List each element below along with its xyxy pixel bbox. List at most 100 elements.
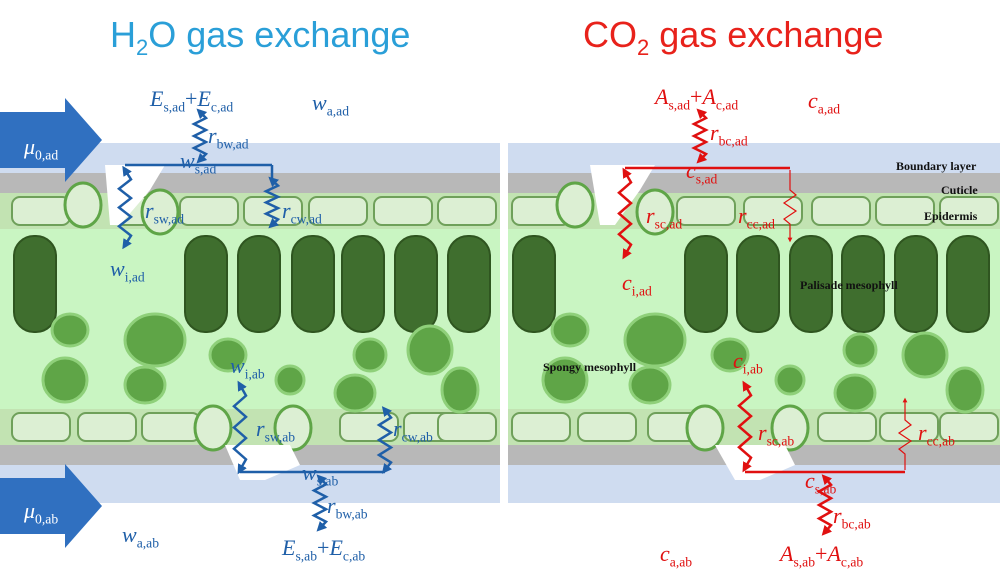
c-s-ad-label: cs,ad: [686, 158, 718, 187]
h2o-spongy-cell: [41, 356, 89, 404]
co2-flux-ad-label: As,ad+Ac,ad: [655, 84, 739, 113]
h2o-spongy-cell: [50, 312, 90, 348]
co2-palisade-cell: [894, 235, 938, 333]
co2-rsc-ab-resistor: [737, 380, 753, 473]
cuticle-label: Cuticle: [941, 183, 978, 197]
co2-rbc-ad-resistor: [691, 108, 709, 164]
h2o-spongy-cell: [274, 364, 306, 396]
h2o-bottom-epidermal-cell: [77, 412, 137, 442]
h2o-palisade-cell: [291, 235, 335, 333]
h2o-guard-cell: [193, 404, 233, 452]
c-i-ab-label: ci,ab: [733, 348, 763, 377]
h2o-flux-ab-label: Es,ab+Ec,ab: [282, 535, 366, 564]
h2o-guard-cell: [273, 404, 313, 452]
h2o-rsw-ad-resistor: [116, 165, 134, 250]
h2o-bottom-epidermal-cell: [141, 412, 201, 442]
h2o-spongy-cell: [440, 366, 480, 414]
h2o-rcw-ad-resistor: [263, 176, 281, 229]
r-sc-ad-label: rsc,ad: [646, 203, 683, 232]
co2-spongy-cell: [901, 331, 949, 379]
mu-ad-label: μ0,ad: [24, 134, 59, 163]
h2o-palisade-cell: [237, 235, 281, 333]
co2-spongy-cell: [623, 312, 687, 368]
h2o-spongy-cell: [333, 373, 377, 413]
h2o-rbw-ab-resistor: [311, 474, 329, 532]
h2o-rcw-ab-resistor: [376, 406, 394, 474]
h2o-guard-cell: [140, 188, 180, 236]
h2o-palisade-cell: [184, 235, 228, 333]
co2-spongy-cell: [842, 332, 878, 368]
palisade-label: Palisade mesophyll: [800, 278, 898, 292]
r-cc-ab-label: rcc,ab: [918, 420, 955, 449]
co2-flux-ab-label: As,ab+Ac,ab: [780, 541, 864, 570]
w-s-ab-label: ws,ab: [302, 460, 339, 489]
w-a-ad-label: wa,ad: [312, 90, 350, 119]
h2o-top-epidermal-cell: [179, 196, 239, 226]
h2o-top-epidermal-cell: [11, 196, 71, 226]
co2-palisade-cell: [946, 235, 990, 333]
co2-top-epidermal-cell: [811, 196, 871, 226]
h2o-guard-cell: [63, 181, 103, 229]
mu-ab-label: μ0,ab: [24, 498, 59, 527]
co2-spongy-cell: [833, 373, 877, 413]
co2-bottom-epidermal-cell: [511, 412, 571, 442]
c-s-ab-label: cs,ab: [805, 468, 837, 497]
h2o-palisade-cell: [394, 235, 438, 333]
h2o-spongy-cell: [123, 365, 167, 405]
mu-ab-arrow: [0, 464, 102, 548]
h2o-bottom-epidermal-cell: [437, 412, 497, 442]
co2-bottom-epidermal-cell: [577, 412, 637, 442]
h2o-spongy-cell: [352, 337, 388, 373]
co2-bottom-epidermal-cell: [817, 412, 877, 442]
w-s-ad-label: ws,ad: [180, 148, 217, 177]
h2o-rsw-ab-resistor: [232, 380, 248, 475]
spongy-label: Spongy mesophyll: [543, 360, 637, 374]
boundary-layer-label: Boundary layer: [896, 159, 977, 173]
r-sc-ab-label: rsc,ab: [758, 420, 795, 449]
h2o-palisade-cell: [447, 235, 491, 333]
co2-title: CO2 gas exchange: [583, 14, 884, 61]
w-a-ab-label: wa,ab: [122, 522, 160, 551]
h2o-palisade-cell: [13, 235, 57, 333]
co2-spongy-cell: [945, 366, 985, 414]
h2o-title: H2O gas exchange: [110, 14, 411, 61]
co2-guard-cell: [635, 188, 675, 236]
co2-spongy-cell: [710, 337, 750, 373]
h2o-stomatal-pore-top: [105, 165, 165, 225]
co2-guard-cell: [685, 404, 725, 452]
co2-rbc-ab-resistor: [816, 474, 834, 536]
r-bc-ab-label: rbc,ab: [833, 503, 871, 532]
co2-top-epidermal-cell: [743, 196, 803, 226]
epidermis-label: Epidermis: [924, 209, 978, 223]
h2o-flux-ad-label: Es,ad+Ec,ad: [150, 86, 234, 115]
r-sw-ad-label: rsw,ad: [145, 198, 185, 227]
co2-palisade-cell: [841, 235, 885, 333]
co2-rcc-ab-resistor: [897, 397, 913, 470]
co2-palisade-cell: [684, 235, 728, 333]
h2o-top-epidermal-cell: [437, 196, 497, 226]
r-bc-ad-label: rbc,ad: [710, 120, 748, 149]
co2-palisade-cell: [789, 235, 833, 333]
co2-palisade-cell: [512, 235, 556, 333]
w-i-ab-label: wi,ab: [230, 353, 265, 382]
mu-ad-arrow: [0, 98, 102, 182]
h2o-palisade-cell: [341, 235, 385, 333]
co2-guard-cell: [770, 404, 810, 452]
co2-spongy-cell: [550, 312, 590, 348]
h2o-spongy-cell: [406, 324, 454, 376]
r-bw-ad-label: rbw,ad: [208, 123, 249, 152]
co2-top-epidermal-cell: [676, 196, 736, 226]
co2-spongy-cell: [628, 365, 672, 405]
c-a-ab-label: ca,ab: [660, 541, 693, 570]
r-cc-ad-label: rcc,ad: [738, 203, 775, 232]
co2-rcc-ad-resistor: [782, 170, 798, 243]
co2-top-epidermal-cell: [939, 196, 999, 226]
co2-guard-cell: [555, 181, 595, 229]
co2-palisade-cell: [736, 235, 780, 333]
h2o-rbw-ad-resistor: [191, 108, 209, 164]
r-bw-ab-label: rbw,ab: [327, 493, 368, 522]
h2o-bottom-epidermal-cell: [11, 412, 71, 442]
r-cw-ad-label: rcw,ad: [282, 198, 322, 227]
h2o-top-epidermal-cell: [308, 196, 368, 226]
co2-spongy-cell: [541, 356, 589, 404]
